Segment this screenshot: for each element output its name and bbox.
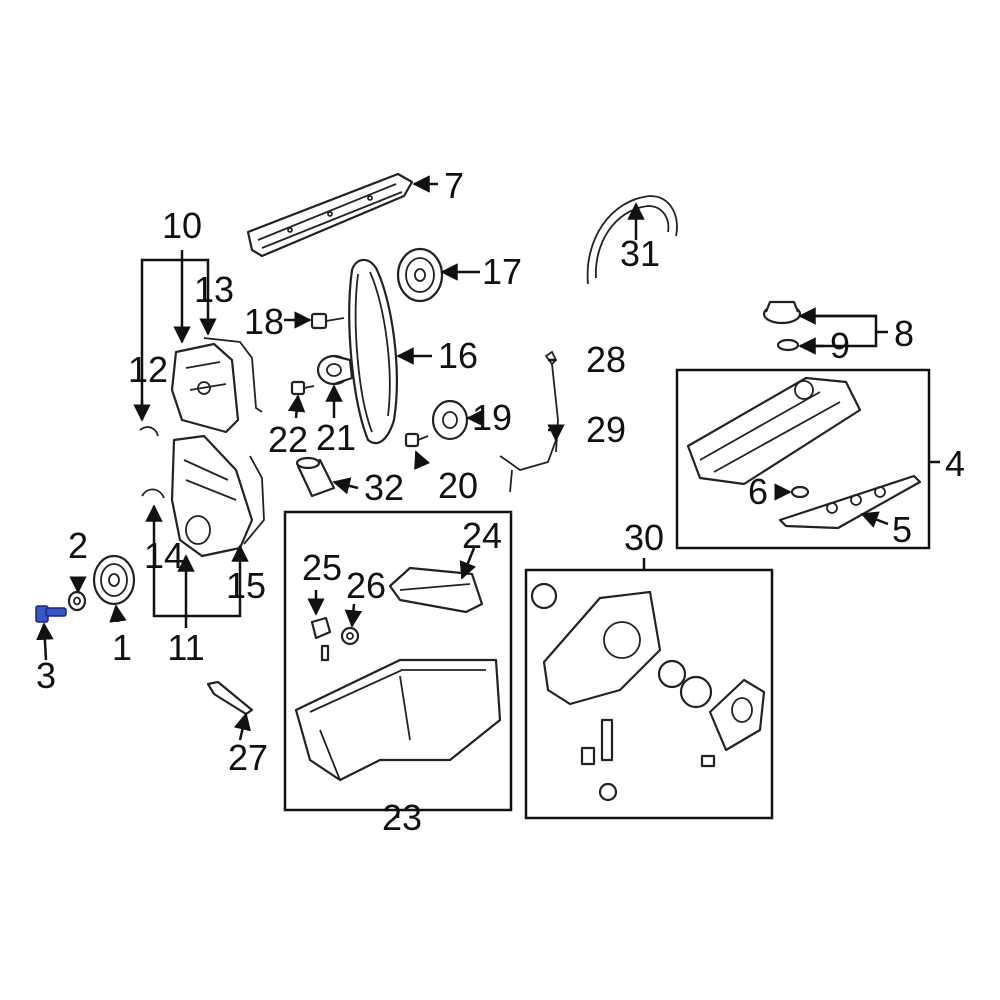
callout-4: 4 <box>945 443 965 484</box>
callout-9: 9 <box>830 325 850 366</box>
callout-16: 16 <box>438 335 478 376</box>
callout-24: 24 <box>462 515 502 556</box>
crankshaft-pulley[interactable] <box>92 554 136 606</box>
callout-22: 22 <box>268 419 308 460</box>
crank-washer[interactable] <box>67 590 87 612</box>
callout-21: 21 <box>316 417 356 458</box>
callout-15: 15 <box>226 565 266 606</box>
callout-10: 10 <box>162 205 202 246</box>
filler-cap-seal[interactable] <box>776 338 800 352</box>
callout-27: 27 <box>228 737 268 778</box>
oil-filter[interactable] <box>295 456 336 498</box>
callout-8: 8 <box>894 313 914 354</box>
callout-3: 3 <box>36 655 56 696</box>
lower-cover-gasket[interactable] <box>243 455 265 545</box>
valve-cover[interactable] <box>686 376 862 486</box>
oil-filler-cap[interactable] <box>762 300 802 325</box>
idler-bolt[interactable] <box>310 312 345 330</box>
callout-13: 13 <box>194 269 234 310</box>
callout-30: 30 <box>624 517 664 558</box>
oil-pump-group-box <box>524 568 774 820</box>
callout-labels: 1 2 3 4 5 6 7 8 9 10 11 12 13 14 15 16 1… <box>36 165 965 838</box>
oil-pan[interactable] <box>294 658 502 782</box>
valve-cover-inner-gasket[interactable] <box>778 474 922 530</box>
callout-11: 11 <box>167 627 204 668</box>
upper-cover-seal[interactable] <box>139 426 159 437</box>
upper-timing-cover[interactable] <box>170 342 240 434</box>
callout-26: 26 <box>346 565 386 606</box>
callout-2: 2 <box>68 525 88 566</box>
callout-32: 32 <box>364 467 404 508</box>
oil-pump[interactable] <box>530 582 766 802</box>
callout-25: 25 <box>302 547 342 588</box>
drain-plug-washer[interactable] <box>340 626 360 646</box>
callout-6: 6 <box>748 471 768 512</box>
callout-31: 31 <box>620 233 660 274</box>
callout-17: 17 <box>482 251 522 292</box>
valve-cover-group-box <box>675 368 931 550</box>
callout-19: 19 <box>472 397 512 438</box>
oil-pan-gasket[interactable] <box>388 566 484 614</box>
callout-12: 12 <box>128 349 168 390</box>
callout-1: 1 <box>112 627 132 668</box>
callout-23: 23 <box>382 797 422 838</box>
idler-pulley[interactable] <box>431 399 469 441</box>
callout-7: 7 <box>444 165 464 206</box>
valve-cover-gasket[interactable] <box>246 172 414 258</box>
tensioner-pulley[interactable] <box>316 354 354 386</box>
timing-belt[interactable] <box>348 258 398 445</box>
dipstick-tube[interactable] <box>499 439 557 493</box>
lower-cover-seal[interactable] <box>141 488 165 499</box>
callout-18: 18 <box>244 301 284 342</box>
callout-20: 20 <box>438 465 478 506</box>
callout-5: 5 <box>892 509 912 550</box>
camshaft-sprocket[interactable] <box>396 247 444 303</box>
oil-level-sensor[interactable] <box>206 680 254 716</box>
leader-lines <box>36 175 940 818</box>
callout-29: 29 <box>586 409 626 450</box>
crankshaft-bolt[interactable] <box>35 605 67 623</box>
callout-14: 14 <box>144 535 184 576</box>
idler-pulley-bolt[interactable] <box>404 432 429 448</box>
upper-cover-gasket[interactable] <box>203 337 263 413</box>
callout-28: 28 <box>586 339 626 380</box>
pulley-bolt[interactable] <box>290 380 315 396</box>
lower-timing-cover[interactable] <box>170 434 254 558</box>
spark-plug-tube-seal[interactable] <box>790 485 810 499</box>
oil-drain-plug[interactable] <box>310 616 332 662</box>
